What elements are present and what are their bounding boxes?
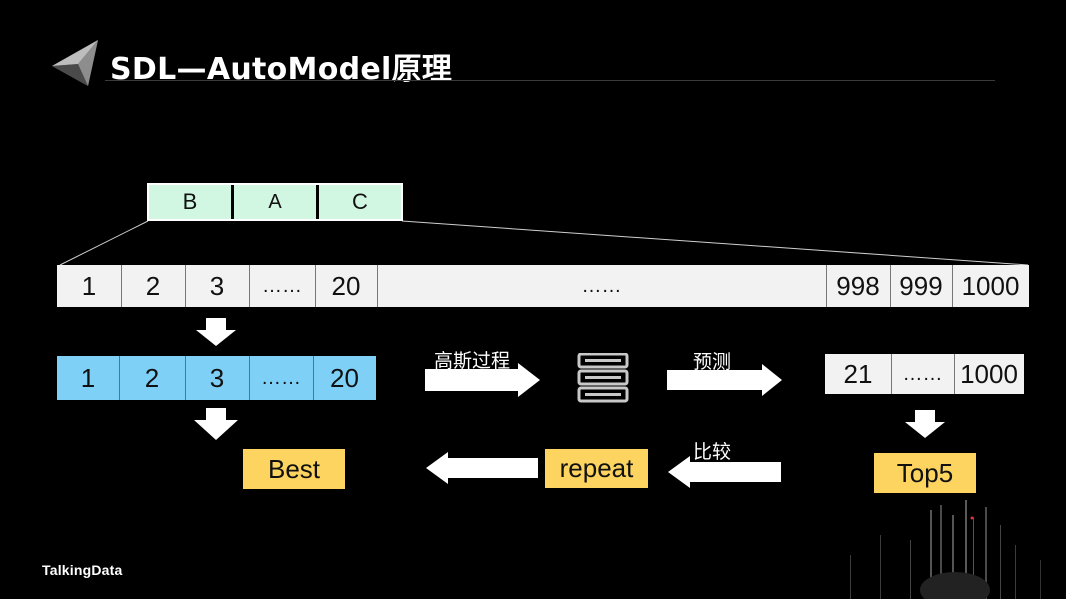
city-skyline-decoration: [850, 500, 1041, 599]
left-arrow-icon: [668, 456, 781, 488]
full-parameter-row: 1 2 3 …… 20 …… 998 999 1000: [57, 265, 1029, 307]
row-cell: 998: [836, 270, 880, 301]
server-icon: [577, 353, 629, 403]
logo-mark-icon: [52, 40, 98, 86]
row-cell: 1: [80, 362, 96, 393]
segment-divider: [231, 185, 234, 219]
row-cell: ……: [581, 274, 622, 297]
brand-footer: TalkingData: [42, 562, 123, 578]
predict-label: 预测: [693, 351, 732, 373]
row-cell: 2: [144, 362, 160, 393]
down-arrow-icon: [194, 408, 238, 440]
right-arrow-icon: [667, 364, 782, 396]
row-cell: 1: [81, 270, 97, 301]
top5-box: Top5: [874, 453, 976, 493]
row-cell: ……: [262, 274, 302, 297]
page-title: SDL—AutoModel原理: [110, 52, 453, 87]
segment-c: C: [352, 189, 368, 214]
row-cell: 20: [331, 270, 361, 301]
row-cell: ……: [902, 362, 943, 385]
compare-label: 比较: [693, 441, 732, 463]
row-cell: 2: [145, 270, 161, 301]
gaussian-process-label: 高斯过程: [434, 350, 511, 372]
best-box: Best: [243, 449, 345, 489]
row-cell: ……: [261, 366, 301, 389]
segment-b: B: [182, 189, 198, 214]
predict-row: 21 …… 1000: [825, 354, 1024, 394]
down-arrow-icon: [196, 318, 236, 346]
row-cell: 999: [899, 270, 943, 301]
row-cell: 1000: [960, 358, 1018, 389]
left-arrow-icon: [426, 452, 538, 484]
row-cell: 21: [843, 358, 873, 389]
down-arrow-icon: [905, 410, 945, 438]
segment-divider: [316, 185, 319, 219]
row-cell: 3: [209, 362, 225, 393]
row-cell: 20: [330, 362, 359, 393]
row-cell: 3: [209, 270, 225, 301]
segment-a: A: [268, 190, 282, 213]
repeat-box: repeat: [545, 449, 648, 488]
row-cell: 1000: [961, 270, 1020, 301]
right-arrow-icon: [425, 363, 540, 397]
sample-row: 1 2 3 …… 20: [57, 356, 376, 400]
title-divider: [105, 80, 995, 81]
segment-box: B A C: [147, 183, 403, 221]
